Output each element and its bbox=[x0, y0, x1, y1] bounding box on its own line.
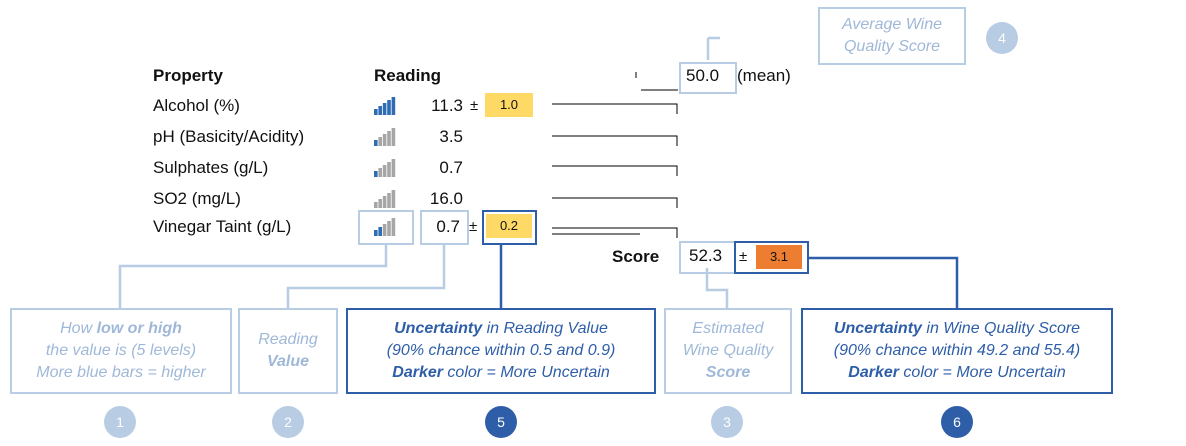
property-label: Sulphates (g/L) bbox=[153, 158, 269, 177]
value-highlight-box bbox=[420, 210, 469, 245]
reading-value: 16.0 bbox=[429, 189, 463, 208]
uncertainty-highlight-box bbox=[482, 210, 537, 245]
callout-line: Quality Score bbox=[843, 38, 941, 55]
callout-line: (90% chance within 49.2 and 55.4) bbox=[833, 342, 1081, 359]
step-number-badge: 2 bbox=[272, 406, 304, 438]
level-bar bbox=[378, 199, 382, 208]
callout-bold-text: Uncertainty bbox=[833, 320, 922, 337]
callout-text: How bbox=[60, 320, 97, 337]
level-bar bbox=[387, 131, 391, 146]
level-bar bbox=[387, 162, 391, 177]
reading-value: 0.7 bbox=[439, 158, 463, 177]
callout-bold-text: Darker bbox=[848, 364, 899, 381]
step-number-badge: 3 bbox=[711, 406, 743, 438]
plus-minus: ± bbox=[739, 248, 748, 265]
score-label: Score bbox=[612, 247, 660, 266]
level-bar bbox=[391, 159, 396, 177]
level-bar bbox=[374, 140, 378, 146]
step-number-badge: 6 bbox=[941, 406, 973, 438]
property-label: Vinegar Taint (g/L) bbox=[153, 217, 292, 236]
callout-average-score: Average Wine Quality Score bbox=[818, 7, 966, 65]
level-bar bbox=[378, 227, 382, 236]
callout-line: Estimated bbox=[692, 320, 764, 337]
level-bar bbox=[374, 171, 378, 177]
callout-line: More blue bars = higher bbox=[36, 364, 206, 381]
callout-level-bars: How low or high the value is (5 levels) … bbox=[10, 308, 232, 394]
callout-line: (90% chance within 0.5 and 0.9) bbox=[386, 342, 616, 359]
callout-reading-value: Reading Value bbox=[238, 308, 338, 394]
level-bar bbox=[378, 168, 382, 177]
level-bar bbox=[378, 137, 382, 146]
callout-text: in Reading Value bbox=[482, 320, 608, 337]
callout-score-uncertainty: Uncertainty in Wine Quality Score (90% c… bbox=[801, 308, 1113, 394]
level-bar bbox=[387, 100, 391, 115]
reading-value: 0.7 bbox=[436, 217, 460, 236]
mean-box bbox=[679, 62, 737, 94]
callout-reading-uncertainty: Uncertainty in Reading Value (90% chance… bbox=[346, 308, 656, 394]
callout-line: the value is (5 levels) bbox=[45, 342, 197, 359]
level-bar bbox=[391, 128, 396, 146]
level-bar bbox=[382, 224, 387, 236]
callout-line: Wine Quality bbox=[682, 342, 774, 359]
level-bar bbox=[391, 218, 396, 236]
score-uncertainty-badge: 3.1 bbox=[756, 245, 802, 269]
level-bar bbox=[382, 134, 387, 146]
callout-line: Value bbox=[266, 353, 310, 370]
step-number-badge: 4 bbox=[986, 22, 1018, 54]
level-bar bbox=[374, 202, 378, 208]
mean-value: 50.0 bbox=[686, 66, 720, 85]
level-bar bbox=[382, 196, 387, 208]
level-bar bbox=[382, 165, 387, 177]
step-number-badge: 5 bbox=[485, 406, 517, 438]
level-bar bbox=[374, 109, 378, 115]
uncertainty-badge: 1.0 bbox=[485, 93, 533, 117]
level-bar bbox=[387, 221, 391, 236]
plus-minus: ± bbox=[470, 97, 479, 114]
score-uncertainty-box bbox=[734, 241, 809, 274]
level-bar bbox=[391, 97, 396, 115]
callout-bold-text: low or high bbox=[96, 320, 182, 337]
step-number-badge: 1 bbox=[104, 406, 136, 438]
property-header: Property bbox=[153, 66, 223, 85]
property-label: pH (Basicity/Acidity) bbox=[153, 127, 305, 146]
level-highlight-box bbox=[358, 210, 414, 245]
callout-bold-text: Uncertainty bbox=[394, 320, 483, 337]
level-bars-icon bbox=[374, 190, 396, 213]
level-bars-icon bbox=[374, 159, 396, 182]
mean-label: (mean) bbox=[737, 66, 791, 85]
reading-value: 3.5 bbox=[439, 127, 463, 146]
level-bar bbox=[374, 230, 378, 236]
reading-value: 11.3 bbox=[431, 96, 463, 115]
reading-header: Reading bbox=[374, 66, 442, 85]
level-bars-icon bbox=[374, 128, 396, 151]
plus-minus: ± bbox=[469, 218, 478, 235]
property-label: Alcohol (%) bbox=[153, 96, 240, 115]
level-bar bbox=[382, 103, 387, 115]
callout-line: Score bbox=[705, 364, 751, 381]
property-label: SO2 (mg/L) bbox=[153, 189, 241, 208]
callout-text: color = More Uncertain bbox=[898, 364, 1066, 381]
callout-estimated-score: Estimated Wine Quality Score bbox=[664, 308, 792, 394]
callout-bold-text: Darker bbox=[392, 364, 443, 381]
callout-text: color = More Uncertain bbox=[442, 364, 610, 381]
level-bars-icon bbox=[374, 218, 396, 241]
level-bar bbox=[387, 193, 391, 208]
level-bar bbox=[391, 190, 396, 208]
score-value: 52.3 bbox=[689, 246, 723, 265]
uncertainty-badge: 0.2 bbox=[486, 214, 532, 238]
level-bars-icon bbox=[374, 97, 396, 120]
callout-line: Average Wine bbox=[841, 16, 943, 33]
callout-line: Reading bbox=[258, 331, 318, 348]
level-bar bbox=[378, 106, 382, 115]
callout-text: in Wine Quality Score bbox=[921, 320, 1081, 337]
